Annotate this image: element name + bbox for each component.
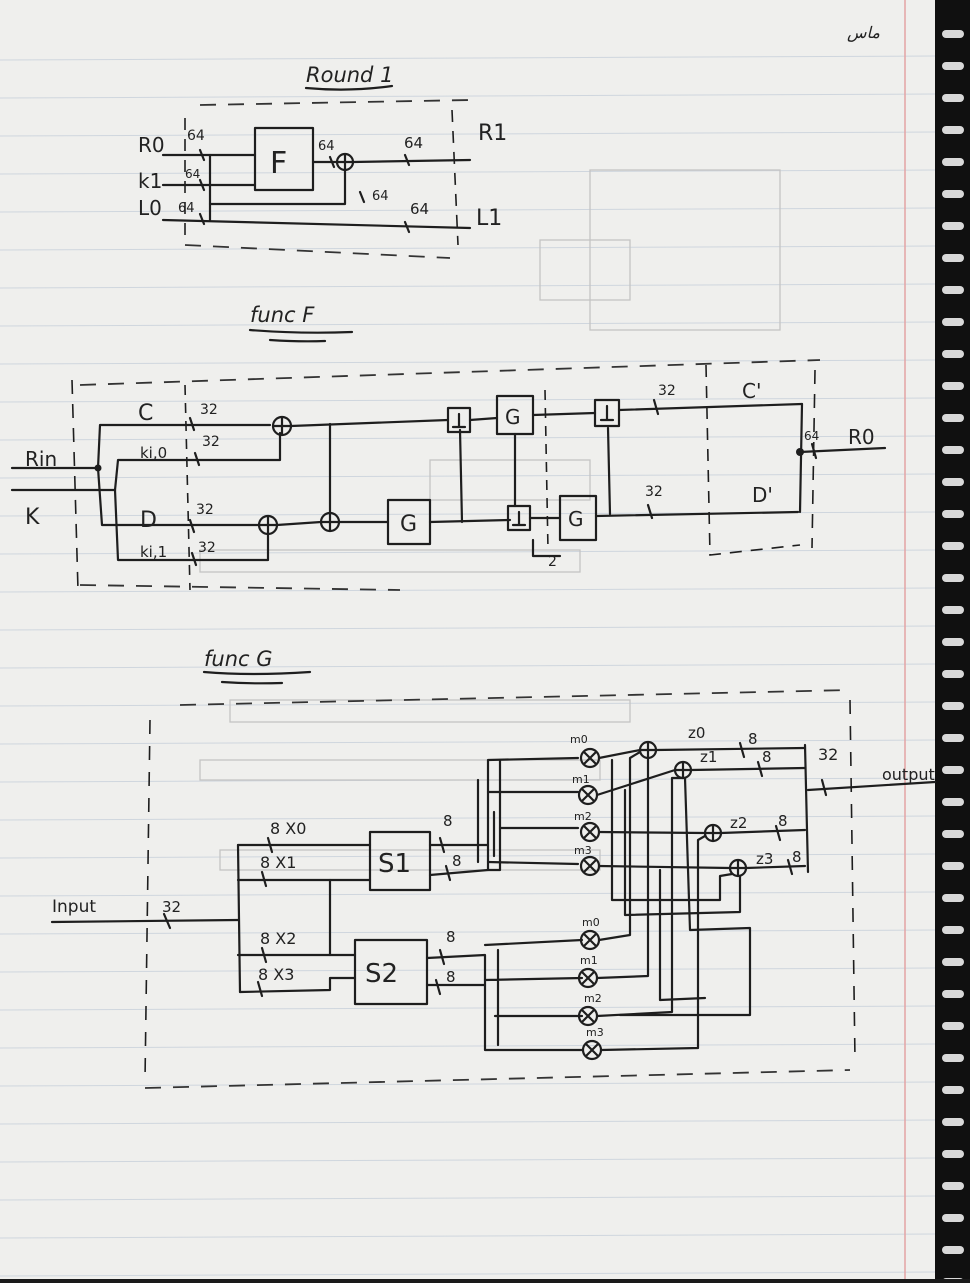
func-f-width-d-out: 32 bbox=[645, 484, 663, 500]
z3-label: z3 bbox=[756, 850, 773, 868]
round-input-k1: k1 bbox=[138, 169, 162, 193]
func-g-s1-width-b: 8 bbox=[452, 852, 462, 870]
mask-bottom-m3: m3 bbox=[586, 1026, 604, 1039]
ruled-lines bbox=[0, 55, 936, 1277]
func-f-g-label-3: G bbox=[568, 507, 584, 531]
mask-top-m3: m3 bbox=[574, 844, 592, 857]
func-f-half-d: D bbox=[140, 508, 157, 533]
func-f-g-block-3 bbox=[558, 494, 598, 542]
z1-label: z1 bbox=[700, 748, 717, 766]
func-f-subkey-1: ki,1 bbox=[140, 543, 167, 561]
func-g-output-width: 32 bbox=[818, 745, 838, 764]
func-f-width-c: 32 bbox=[200, 402, 218, 418]
func-g-mult-bottom: m0 m1 m2 m3 bbox=[577, 916, 604, 1061]
func-g-byte-x3: 8 X3 bbox=[258, 965, 294, 984]
round-output-r1: R1 bbox=[478, 121, 507, 146]
paper bbox=[0, 0, 935, 1279]
func-g-s2-width-a: 8 bbox=[446, 928, 456, 946]
func-f-g-label-2: G bbox=[505, 405, 521, 429]
func-f-output-r0: R0 bbox=[848, 425, 875, 449]
round-f-label: F bbox=[270, 146, 287, 181]
round-width-l1: 64 bbox=[410, 200, 429, 218]
mask-top-m2: m2 bbox=[574, 810, 592, 823]
func-f-width-k1: 32 bbox=[198, 540, 216, 556]
spiral-rings bbox=[942, 30, 964, 1283]
round-width-r0: 64 bbox=[187, 128, 205, 144]
round-diagram: Round 1 R0 k1 L0 F 64 64 64 64 64 64 64 … bbox=[138, 63, 507, 259]
func-f-half-c: C bbox=[138, 401, 153, 426]
round-output-l1: L1 bbox=[476, 206, 502, 231]
func-g-s1-width-a: 8 bbox=[443, 812, 453, 830]
mask-top-m0: m0 bbox=[570, 733, 588, 746]
func-g-sbox-s1-label: S1 bbox=[378, 849, 411, 879]
func-g-sbox-s2-label: S2 bbox=[365, 959, 398, 989]
round-input-r0: R0 bbox=[138, 133, 165, 157]
mask-bottom-m0: m0 bbox=[582, 916, 600, 929]
round-width-r1: 64 bbox=[404, 134, 423, 152]
func-f-input-k: K bbox=[25, 505, 40, 530]
func-f-add-3-icon bbox=[593, 398, 621, 428]
z0-width: 8 bbox=[748, 730, 758, 748]
func-f-width-k0: 32 bbox=[202, 434, 220, 450]
round-f-box bbox=[253, 126, 315, 192]
round-width-feedback: 64 bbox=[372, 189, 389, 204]
func-g-title: func G bbox=[204, 647, 273, 671]
z2-width: 8 bbox=[778, 812, 788, 830]
func-g-sbox-s2 bbox=[353, 938, 429, 1006]
func-g-sbox-s1 bbox=[368, 830, 432, 892]
round-width-l0: 64 bbox=[178, 201, 195, 216]
corner-mark: ماس bbox=[847, 23, 880, 42]
z1-width: 8 bbox=[762, 748, 772, 766]
func-g-byte-x2: 8 X2 bbox=[260, 929, 296, 948]
mask-top-m1: m1 bbox=[572, 773, 590, 786]
func-f-shift-note: 2 bbox=[548, 554, 557, 570]
round-width-k1: 64 bbox=[185, 167, 200, 181]
round-width-f-out: 64 bbox=[318, 139, 335, 154]
func-f-subkey-0: ki,0 bbox=[140, 444, 167, 462]
func-f-diagram: func F Rin K C D ki,0 ki,1 32 32 32 32 bbox=[10, 303, 887, 591]
func-f-width-c-out: 32 bbox=[658, 383, 676, 399]
func-f-width-out: 64 bbox=[804, 429, 819, 443]
func-f-width-d: 32 bbox=[196, 502, 214, 518]
mask-bottom-m1: m1 bbox=[580, 954, 598, 967]
func-g-s2-width-b: 8 bbox=[446, 968, 456, 986]
round-input-l0: L0 bbox=[138, 196, 162, 220]
func-g-mult-top: m0 m1 m2 m3 bbox=[570, 733, 601, 877]
func-g-input-width: 32 bbox=[162, 898, 181, 916]
func-g-byte-x1: 8 X1 bbox=[260, 853, 296, 872]
z3-width: 8 bbox=[792, 848, 802, 866]
z0-label: z0 bbox=[688, 724, 705, 742]
func-f-output-d: D' bbox=[752, 483, 773, 507]
z2-label: z2 bbox=[730, 814, 747, 832]
func-g-diagram: func G Input 32 8 X0 8 X1 8 X2 8 X3 S1 S… bbox=[50, 647, 937, 1089]
mask-bottom-m2: m2 bbox=[584, 992, 602, 1005]
func-g-input-label: Input bbox=[52, 897, 96, 917]
func-f-output-c: C' bbox=[742, 379, 761, 403]
func-f-title: func F bbox=[250, 303, 315, 327]
func-f-g-label-1: G bbox=[400, 512, 417, 537]
func-g-byte-x0: 8 X0 bbox=[270, 819, 306, 838]
round-title: Round 1 bbox=[306, 63, 393, 87]
func-g-output-label: output bbox=[882, 765, 935, 784]
